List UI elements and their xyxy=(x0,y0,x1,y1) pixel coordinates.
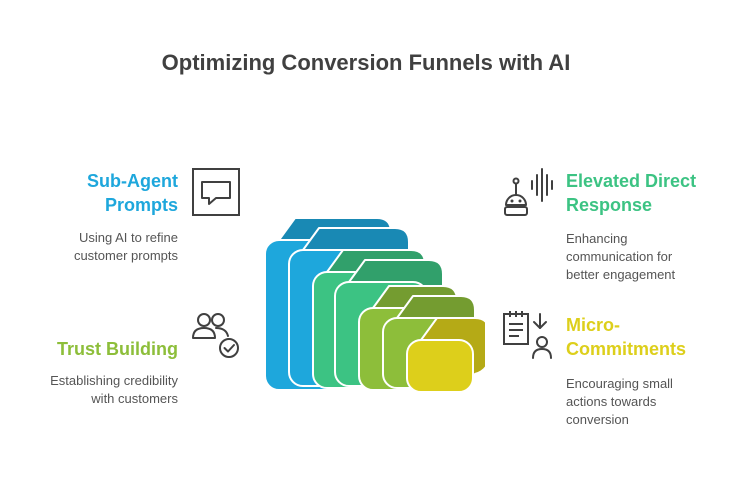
elevated-direct-response-heading: Elevated Direct Response xyxy=(566,171,697,215)
page-title: Optimizing Conversion Funnels with AI xyxy=(161,50,571,75)
checklist-user-icon xyxy=(503,311,552,359)
micro-commitments-description: Encouraging small actions towards conver… xyxy=(566,376,673,427)
elevated-direct-response-description: Enhancing communication for better engag… xyxy=(566,231,676,282)
sub-agent-prompts-heading: Sub-Agent Prompts xyxy=(87,171,178,215)
trust-building-description: Establishing credibility with customers xyxy=(50,373,178,406)
funnel-layer-7 xyxy=(406,317,485,393)
chat-bubble-icon xyxy=(192,168,240,216)
micro-commitments-heading: Micro- Commitments xyxy=(566,315,687,359)
funnel-diagram xyxy=(264,217,485,393)
people-check-icon xyxy=(192,313,239,358)
trust-building-heading: Trust Building xyxy=(57,339,178,359)
sub-agent-prompts-description: Using AI to refine customer prompts xyxy=(73,230,178,263)
robot-sound-icon xyxy=(504,168,553,216)
